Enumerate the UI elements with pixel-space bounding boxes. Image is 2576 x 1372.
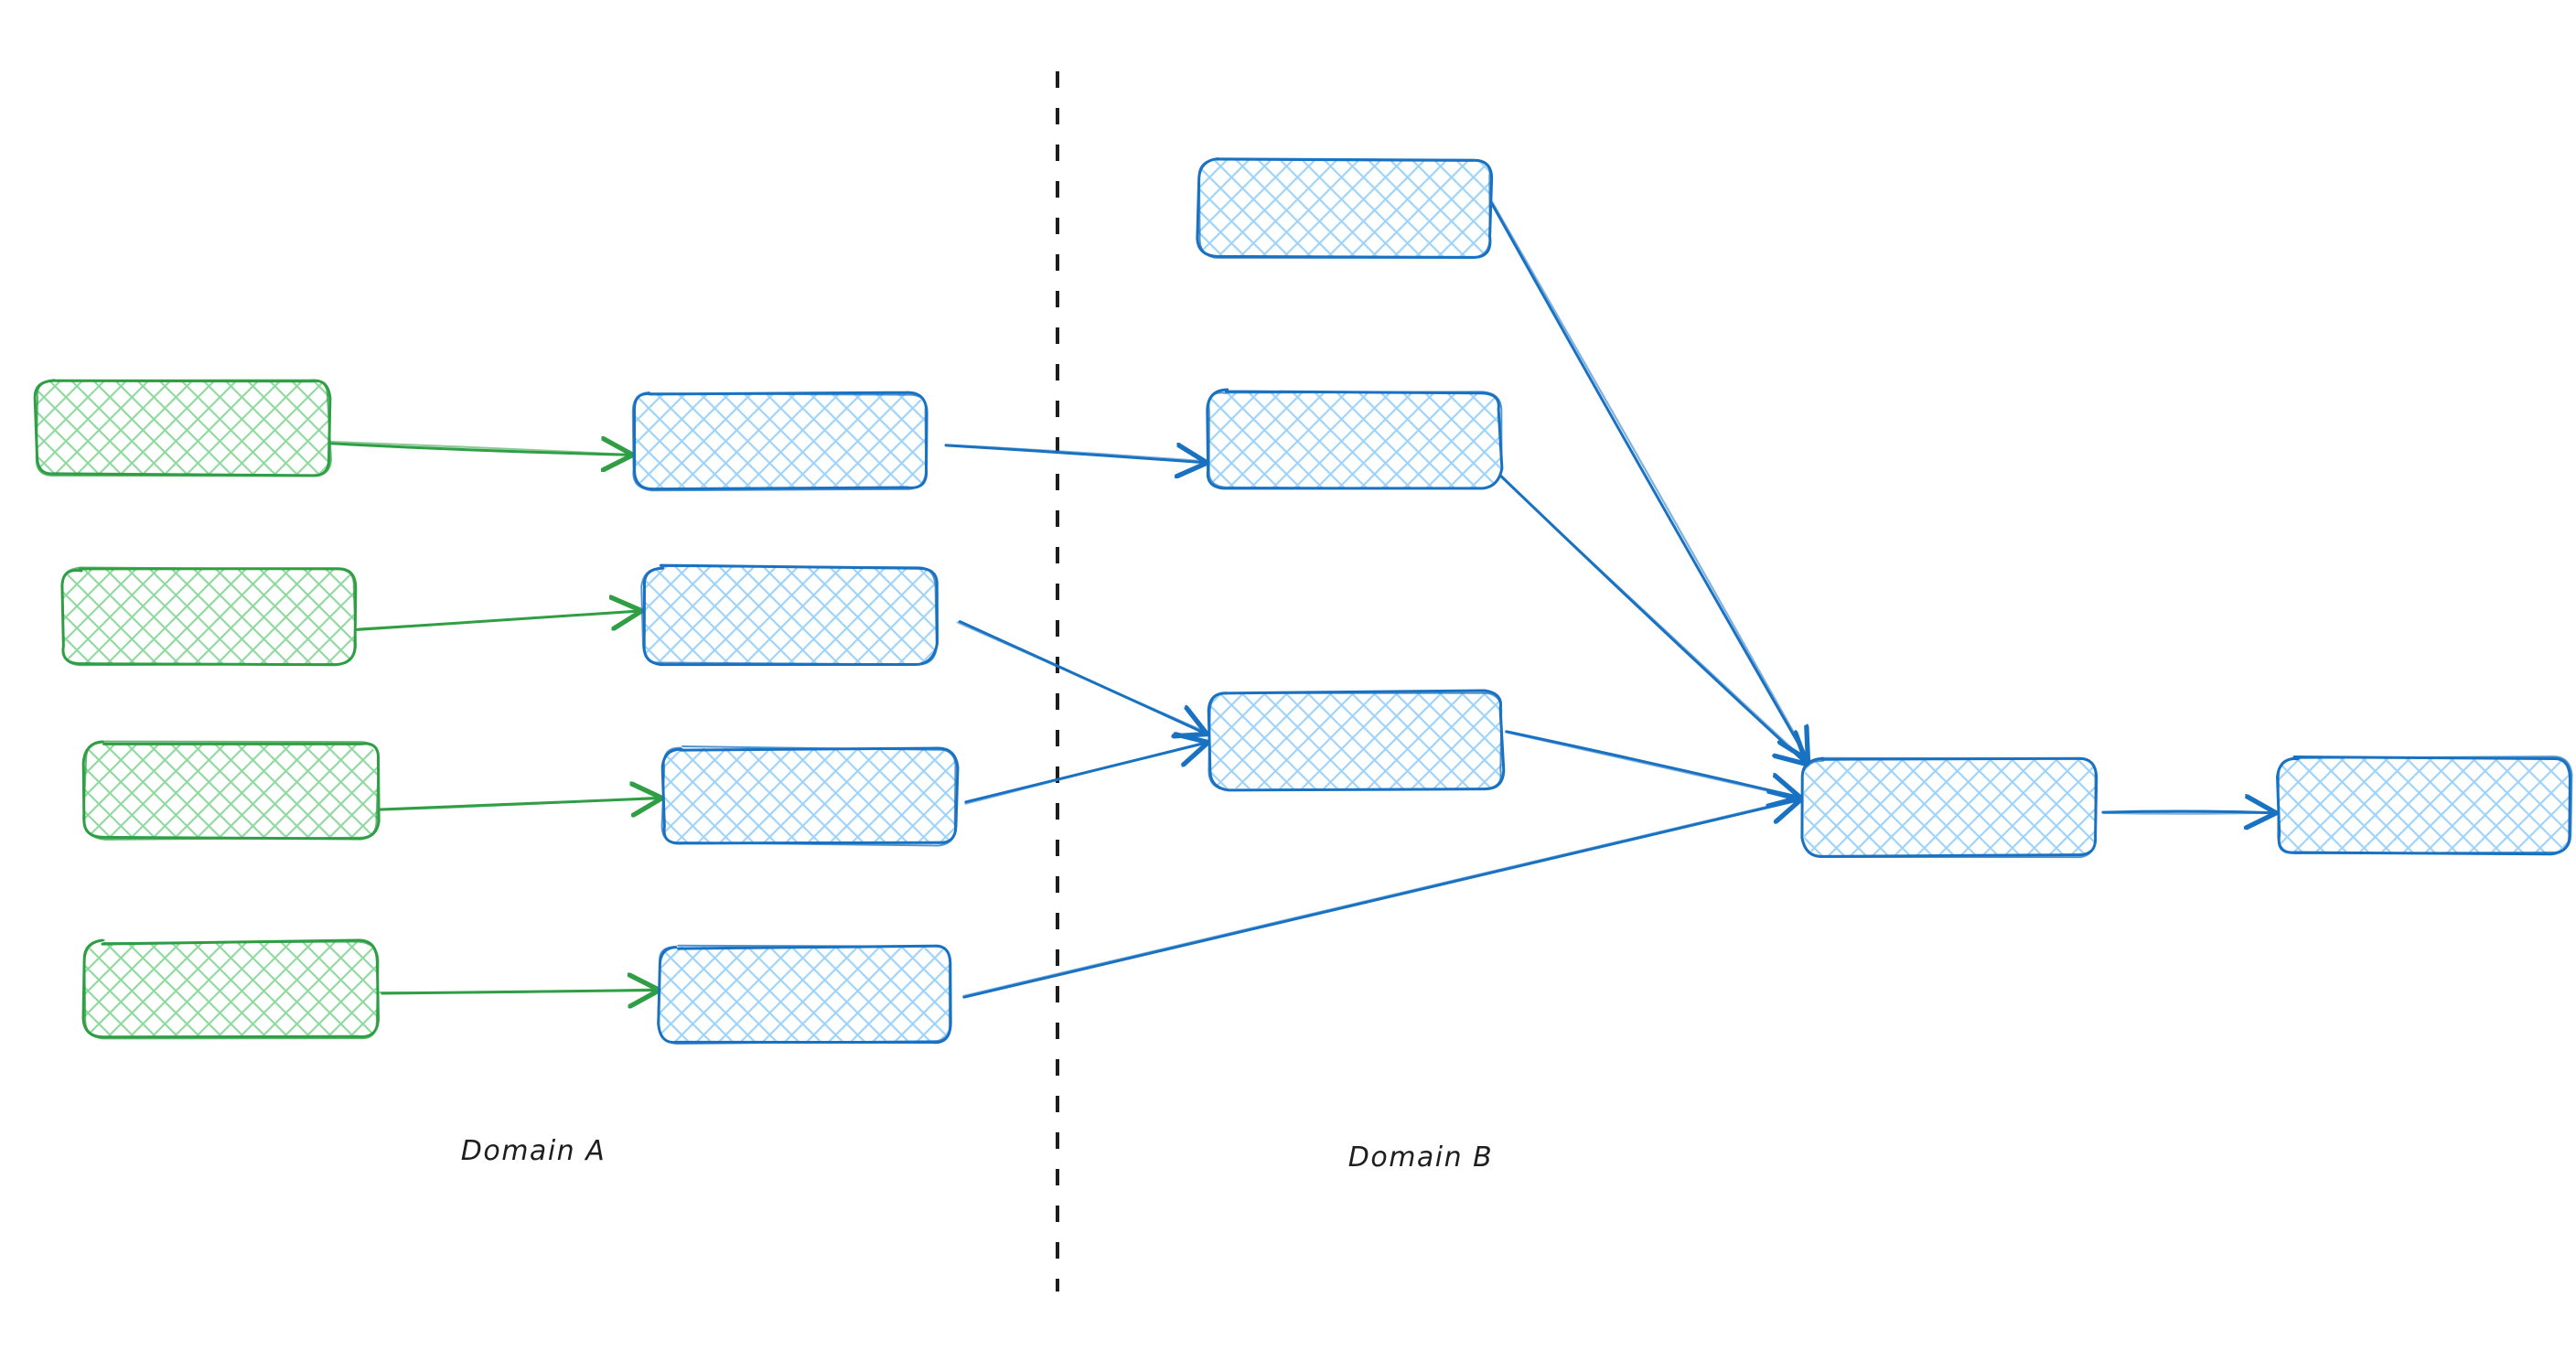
node-fill — [37, 380, 329, 476]
node-outline — [631, 391, 928, 492]
node-outline — [82, 740, 380, 841]
node-fill — [643, 567, 936, 663]
node-fill — [1208, 391, 1500, 488]
node-b3[interactable] — [1207, 689, 1506, 792]
edge-e-m4-c1[interactable] — [962, 799, 1798, 999]
node-outline — [1197, 157, 1491, 259]
node-fill — [1198, 160, 1491, 256]
edge-e-m1-b2[interactable] — [944, 445, 1204, 463]
node-outline — [2277, 756, 2573, 854]
node-b1[interactable] — [1196, 157, 1494, 259]
edge-e-b1-c1[interactable] — [1490, 200, 1809, 758]
node-m2[interactable] — [640, 563, 939, 667]
node-m3[interactable] — [660, 745, 960, 847]
edge-line — [356, 611, 639, 631]
node-outline — [657, 944, 951, 1045]
edge-e-m3-b3[interactable] — [964, 742, 1206, 805]
edge-e-c1-d1[interactable] — [2101, 811, 2272, 814]
edges-layer — [328, 200, 2273, 999]
labels-layer: Domain A Domain B — [461, 1135, 1494, 1174]
node-m4[interactable] — [657, 944, 952, 1045]
edge-line — [1497, 472, 1804, 762]
edge-line — [379, 799, 659, 809]
edge-e-b3-c1[interactable] — [1505, 730, 1798, 798]
node-a1[interactable] — [33, 379, 332, 477]
edge-line — [958, 620, 1204, 733]
node-outline — [640, 564, 938, 666]
node-b2[interactable] — [1206, 388, 1504, 490]
node-fill — [85, 743, 378, 839]
node-outline — [1801, 756, 2097, 859]
nodes-layer — [33, 157, 2573, 1045]
node-fill — [1804, 759, 2097, 855]
node-outline — [83, 939, 380, 1040]
edge-e-a4-m4[interactable] — [379, 990, 656, 993]
edge-e-b2-c1[interactable] — [1497, 472, 1805, 762]
node-fill — [2278, 757, 2571, 853]
node-fill — [62, 569, 355, 665]
node-outline — [61, 566, 358, 667]
node-c1[interactable] — [1800, 756, 2098, 859]
node-m1[interactable] — [631, 391, 928, 492]
node-a2[interactable] — [60, 566, 358, 667]
node-d1[interactable] — [2276, 756, 2573, 856]
node-fill — [663, 748, 956, 844]
node-fill — [1209, 692, 1502, 788]
edge-e-a1-m1[interactable] — [328, 442, 629, 455]
edge-line — [381, 991, 656, 993]
edge-line — [944, 445, 1204, 463]
node-fill — [85, 942, 378, 1038]
node-outline — [1208, 691, 1503, 791]
node-fill — [633, 393, 926, 489]
node-a3[interactable] — [81, 740, 381, 841]
label-domain-a: Domain A — [461, 1135, 606, 1167]
node-fill — [659, 947, 951, 1043]
edge-line — [1490, 202, 1807, 757]
label-domain-b: Domain B — [1348, 1142, 1494, 1174]
edge-line — [964, 743, 1205, 804]
edge-e-a3-m3[interactable] — [379, 798, 660, 810]
node-outline — [660, 745, 957, 847]
edge-line — [1505, 730, 1797, 797]
edge-line — [2101, 811, 2272, 813]
edge-line — [328, 444, 629, 455]
edge-e-m2-b3[interactable] — [956, 620, 1205, 733]
node-outline — [1208, 391, 1503, 490]
edge-ghost-stroke — [1490, 200, 1809, 758]
node-outline — [35, 379, 332, 477]
edge-e-a2-m2[interactable] — [356, 611, 639, 631]
node-a4[interactable] — [81, 938, 380, 1040]
edge-line — [962, 800, 1798, 999]
